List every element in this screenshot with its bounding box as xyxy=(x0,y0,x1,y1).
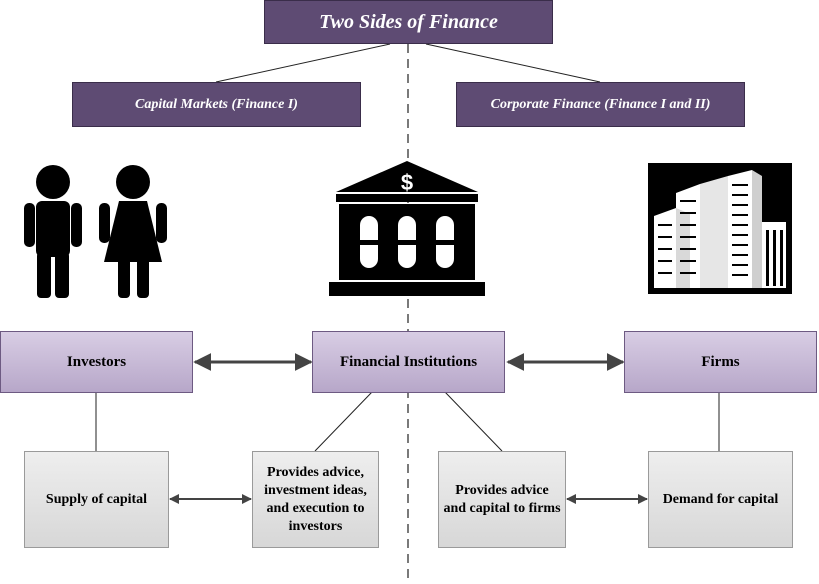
advice-to-investors-box: Provides advice, investment ideas, and e… xyxy=(252,451,379,548)
advice-to-firms-box: Provides advice and capital to firms xyxy=(438,451,566,548)
firms-node: Firms xyxy=(624,331,817,393)
capital-markets-header: Capital Markets (Finance I) xyxy=(72,82,361,127)
financial-institutions-node: Financial Institutions xyxy=(312,331,505,393)
firms-buildings-icon xyxy=(648,163,792,294)
bank-dollar-sign: $ xyxy=(401,170,413,195)
diagram-title: Two Sides of Finance xyxy=(264,0,553,44)
investors-icon xyxy=(24,165,167,298)
title-to-right-header-line xyxy=(425,43,601,83)
bank-icon: $ xyxy=(329,161,485,296)
institutions-to-advice-firms-line xyxy=(444,391,503,452)
institutions-to-advice-investors-line xyxy=(314,391,373,452)
demand-for-capital-box: Demand for capital xyxy=(648,451,793,548)
investors-node: Investors xyxy=(0,331,193,393)
corporate-finance-header: Corporate Finance (Finance I and II) xyxy=(456,82,745,127)
supply-of-capital-box: Supply of capital xyxy=(24,451,169,548)
title-to-left-header-line xyxy=(215,43,391,83)
